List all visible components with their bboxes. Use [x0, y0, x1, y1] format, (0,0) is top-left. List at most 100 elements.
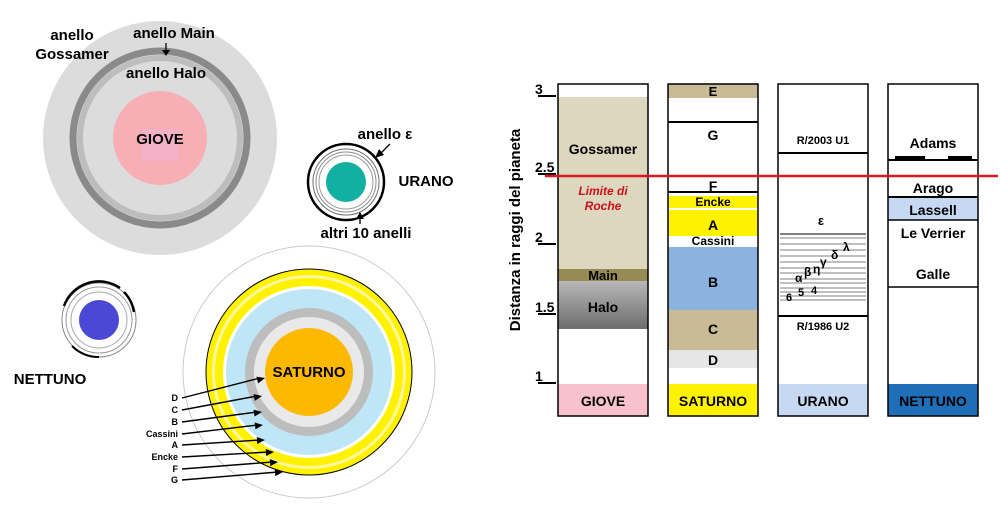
distance-chart: Distanza in raggi del pianeta 11.522.53 … [507, 81, 998, 417]
other-rings-arrow-icon [356, 212, 364, 219]
saturn-ring-label: Encke [151, 452, 178, 462]
c-band [668, 310, 758, 350]
giove-column-label: GIOVE [581, 393, 625, 409]
roche-label-line2: Roche [585, 199, 622, 213]
main-ring-label: anello Main [133, 25, 215, 42]
urano-ring-lines [780, 233, 866, 301]
arrowhead-icon [265, 448, 274, 456]
gossamer-label-line1: anello [50, 27, 93, 44]
uranus-ring [315, 151, 377, 213]
y-tick-label: 2 [535, 229, 543, 245]
jupiter-diagram: GIOVE anello Gossamer anello Main anello… [35, 21, 277, 255]
neptune-arc [123, 291, 136, 313]
g-label: G [708, 127, 719, 143]
lassell-label: Lassell [909, 202, 956, 218]
y-axis-label: Distanza in raggi del pianeta [507, 128, 524, 331]
halo-band [558, 281, 648, 329]
uranus-ring [318, 154, 374, 210]
d-label: D [708, 352, 718, 368]
arrowhead-icon [269, 459, 278, 467]
column-nettuno: Adams Arago Lassell Le Verrier Galle NET… [887, 83, 979, 417]
roche-label-line1: Limite di [578, 184, 628, 198]
saturn-label-arrow [181, 395, 258, 411]
giove-base [558, 384, 648, 416]
arrowhead-icon [256, 437, 265, 445]
gossamer-band [558, 97, 648, 269]
ring-6-label: 6 [786, 292, 792, 304]
other-rings-label: altri 10 anelli [321, 225, 412, 242]
nettuno-column-label: NETTUNO [899, 393, 967, 409]
y-axis: 11.522.53 [535, 81, 556, 384]
b-band [668, 247, 758, 310]
adams-arc [948, 156, 972, 160]
main-arrow-icon [162, 50, 170, 56]
gossamer-label-line2: Gossamer [35, 46, 109, 63]
halo-ring-label: anello Halo [126, 65, 206, 82]
arrowhead-icon [274, 469, 283, 477]
neptune-label: NETTUNO [14, 371, 87, 388]
column-saturno: E G F Encke A Cassini B C D SATURNO [667, 83, 759, 417]
arrowhead-icon [253, 409, 262, 417]
gamma-label: γ [820, 255, 827, 269]
saturn-label-arrow [181, 461, 274, 470]
f-label: F [709, 178, 718, 194]
a-band [668, 210, 758, 236]
delta-label: δ [831, 248, 838, 262]
saturn-label-arrow [181, 411, 258, 423]
arrowhead-icon [256, 376, 265, 384]
gossamer-band-label: Gossamer [569, 141, 638, 157]
lassell-band [888, 198, 978, 220]
main-band-label: Main [588, 268, 618, 283]
saturn-ring-label: A [172, 440, 179, 450]
a-label: A [708, 217, 718, 233]
saturno-column-label: SATURNO [679, 393, 747, 409]
saturn-label-arrow [181, 439, 261, 446]
y-tick-label: 2.5 [535, 159, 555, 175]
arago-label: Arago [913, 180, 953, 196]
neptune-ring [70, 291, 128, 349]
column-urano: R/2003 U1 ε λ δ γ η β α 4 5 6 R/1986 U2 … [777, 83, 869, 417]
saturn-ring-label: B [172, 417, 179, 427]
giove-frame [557, 83, 649, 417]
nettuno-frame [887, 83, 979, 417]
lambda-label: λ [843, 240, 850, 254]
saturn-label: SATURNO [272, 364, 345, 381]
jupiter-label-bg [142, 129, 178, 161]
saturn-ring-label: G [171, 475, 178, 485]
saturn-label-arrow [181, 424, 259, 435]
saturn-ring-label: F [173, 464, 179, 474]
epsilon-arrow-shaft [380, 143, 391, 154]
uranus-label: URANO [399, 173, 454, 190]
uranus-diagram: anello ε URANO altri 10 anelli [306, 126, 454, 242]
r1986u2-label: R/1986 U2 [797, 321, 850, 333]
main-band [558, 269, 648, 281]
urano-column-label: URANO [797, 393, 848, 409]
d-band [668, 350, 758, 368]
nettuno-base [888, 384, 978, 416]
uranus-ring [312, 148, 380, 216]
c-label: C [708, 321, 718, 337]
epsilon-arrow-icon [375, 149, 384, 158]
saturno-base [668, 384, 758, 416]
arrowhead-icon [254, 422, 263, 430]
uranus-planet [326, 162, 366, 202]
urano-base [778, 384, 868, 416]
saturno-frame [667, 83, 759, 417]
y-tick-label: 3 [535, 81, 543, 97]
saturn-label-arrow [181, 451, 270, 458]
saturn-ring-label: D [172, 393, 179, 403]
neptune-planet [79, 300, 119, 340]
encke-label: Encke [695, 195, 731, 209]
saturn-label-arrow [181, 377, 261, 399]
r2003u1-label: R/2003 U1 [797, 135, 850, 147]
epsilon-ring-label: anello ε [358, 126, 413, 143]
le-verrier-label: Le Verrier [901, 225, 966, 241]
halo-band-label: Halo [588, 299, 618, 315]
saturn-ring-label: C [172, 405, 179, 415]
ring-4-label: 4 [811, 285, 818, 297]
saturn-label-arrow [181, 471, 279, 481]
